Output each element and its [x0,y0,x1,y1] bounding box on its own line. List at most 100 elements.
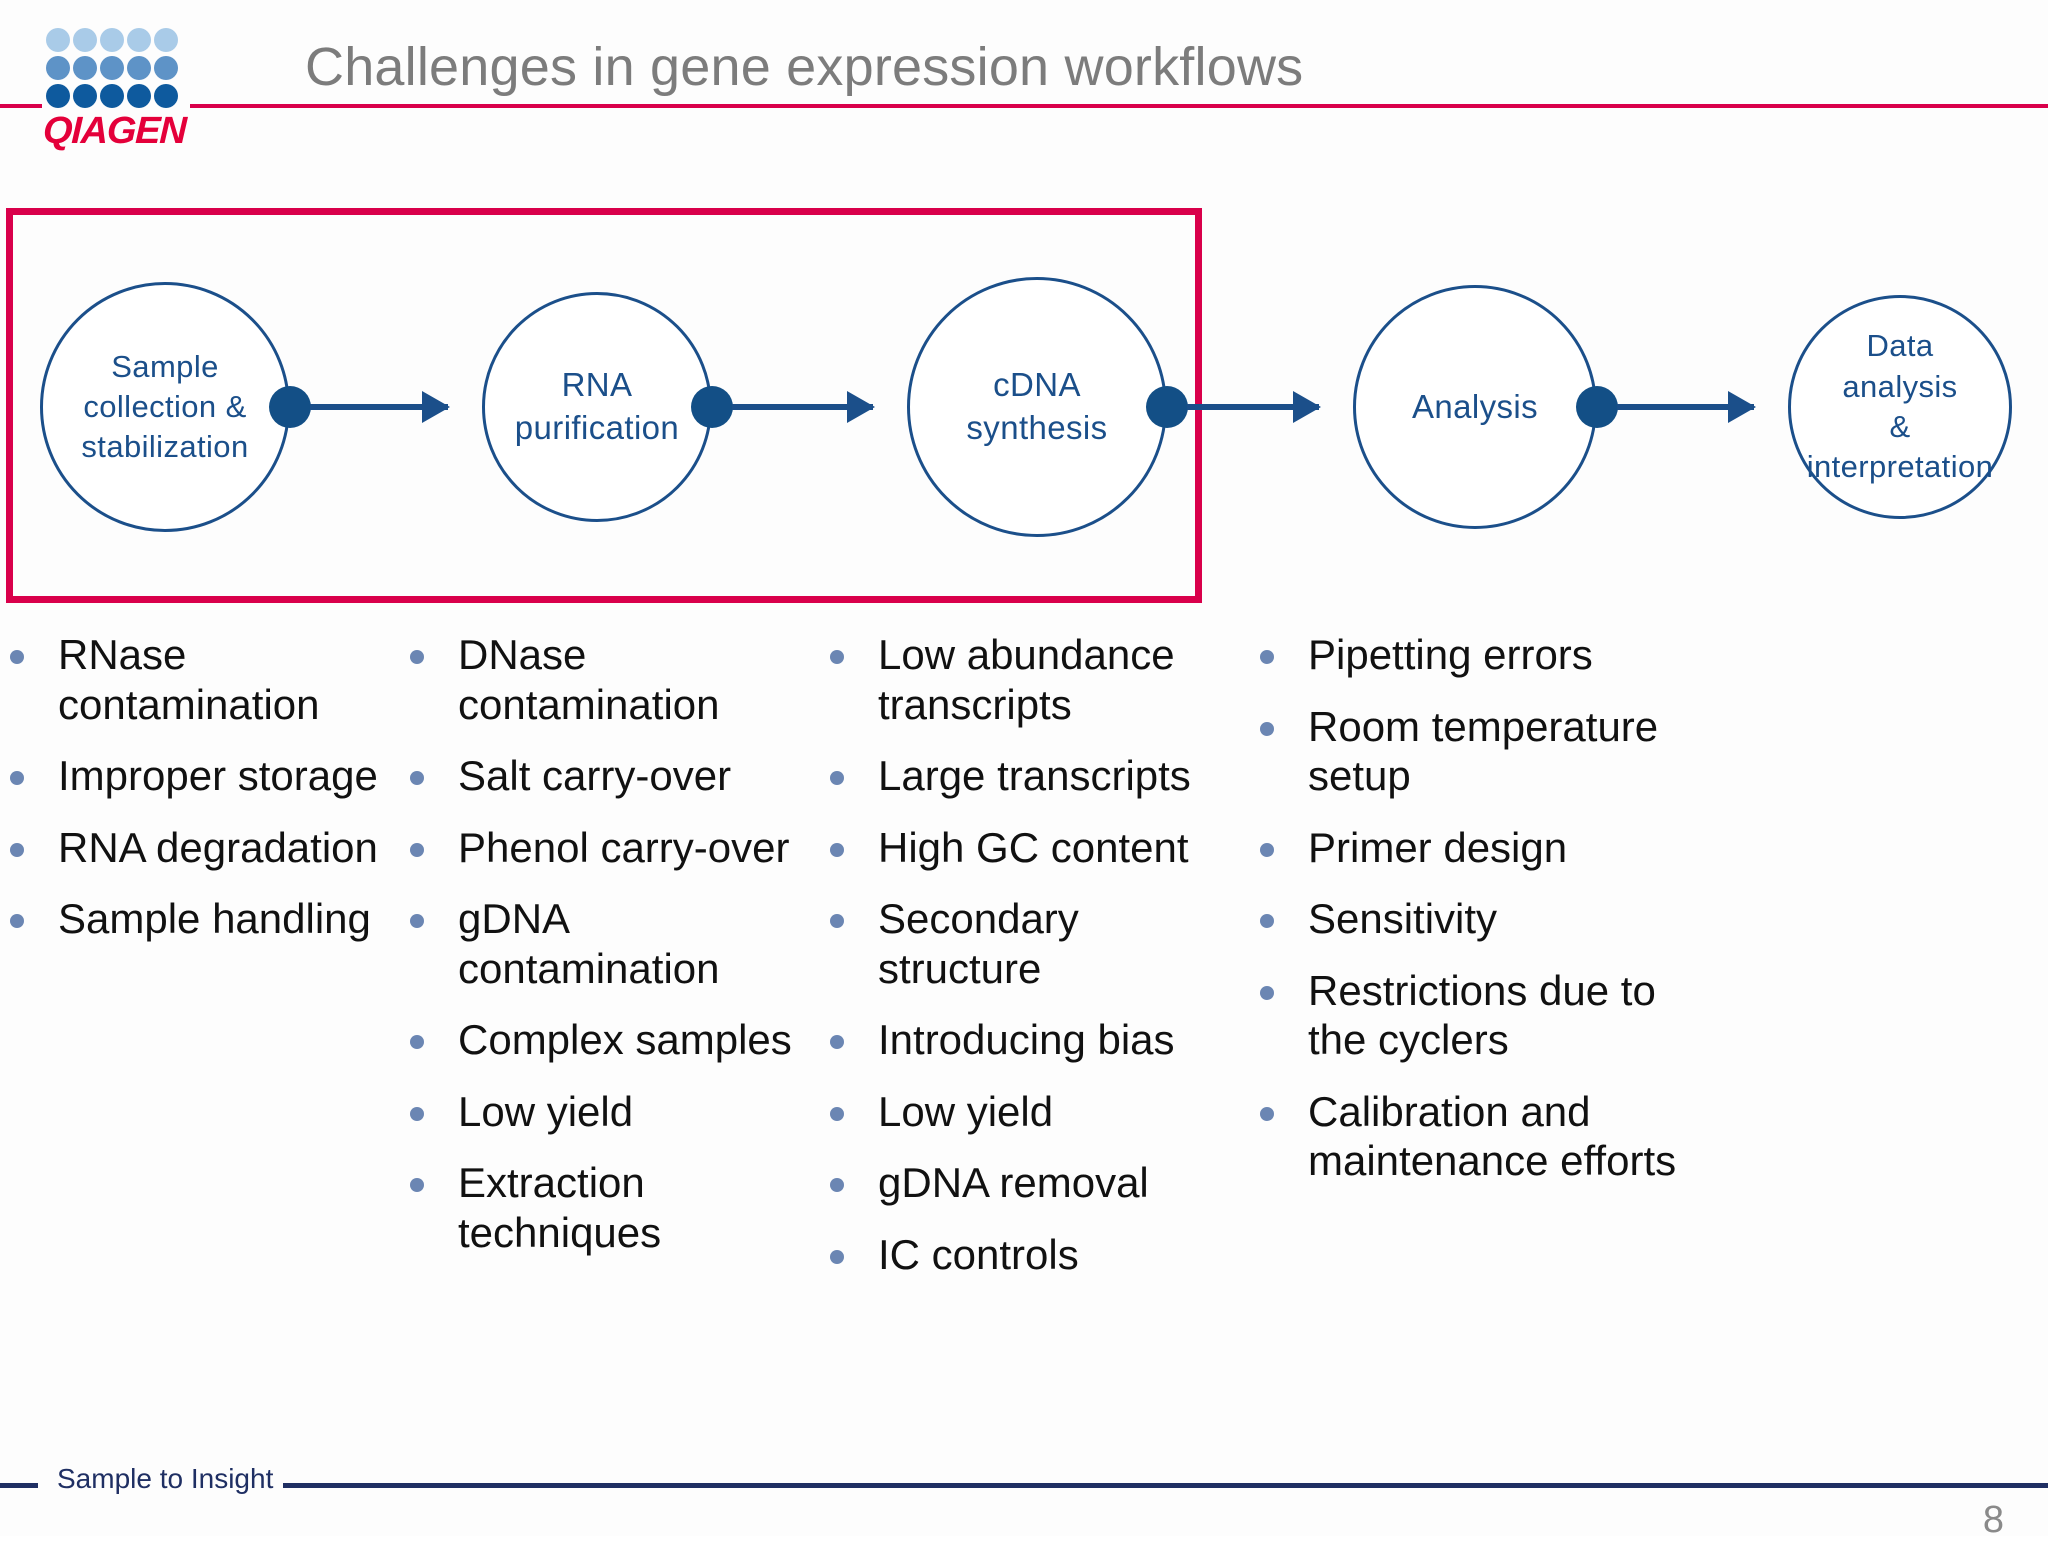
logo-dot [100,28,124,52]
bullet-item: Primer design [1250,823,1710,873]
bullet-item-label: Secondary structure [878,895,1079,992]
workflow-node-label-line: synthesis [966,409,1108,446]
workflow-node-sample-collection-stabilization: Sample collection & stabilization [40,282,290,532]
bullet-marker-icon [1260,842,1274,857]
bullet-item: Secondary structure [820,894,1240,993]
workflow-node-label-line: Analysis [1411,387,1539,425]
bullet-item: gDNA contamination [400,894,815,993]
bullet-item-label: Improper storage [58,752,378,800]
bullet-item: gDNA removal [820,1158,1240,1208]
footer-rule-right [283,1483,2048,1488]
workflow-node-analysis: Analysis [1353,285,1597,529]
bullet-marker-icon [830,914,844,929]
logo-dot [154,56,178,80]
bullet-item-label: RNA degradation [58,823,378,871]
bullet-marker-icon [830,1178,844,1193]
bullet-item-label: Low abundance transcripts [878,631,1175,728]
bullet-item-label: Low yield [878,1087,1054,1135]
page-number: 8 [1982,1499,2004,1541]
workflow-arrow [732,391,875,423]
bullet-marker-icon [830,1035,844,1050]
bullet-item: Restrictions due to the cyclers [1250,966,1710,1065]
logo-dot [127,56,151,80]
bullet-item: High GC content [820,823,1240,873]
bullet-marker-icon [830,1106,844,1121]
logo-dot [127,84,151,108]
bullet-item-label: Complex samples [458,1016,792,1064]
logo-dot [46,28,70,52]
bullet-item: Improper storage [0,751,400,801]
footer-rule-left [0,1483,38,1488]
bullet-item: DNase contamination [400,630,815,729]
bullet-marker-icon [830,650,844,664]
bullet-marker-icon [410,842,424,857]
bullet-item: Introducing bias [820,1015,1240,1065]
bullet-item-label: Extraction techniques [458,1159,662,1256]
logo-dot [154,84,178,108]
workflow-node-label-line: Sample [111,348,219,384]
workflow-arrow [310,391,450,423]
workflow-node-label-line: interpretation [1806,449,1994,485]
workflow-node-label-line: collection & [83,388,247,424]
bullet-item-label: IC controls [878,1230,1079,1278]
logo-dot [73,84,97,108]
bullet-marker-icon [10,842,24,857]
bullet-item: IC controls [820,1230,1240,1280]
workflow-node-label-line: Data analysis [1842,328,1958,404]
bullet-item: Low abundance transcripts [820,630,1240,729]
bullet-item: RNA degradation [0,823,400,873]
bullet-item: RNase contamination [0,630,400,729]
bullet-marker-icon [410,771,424,786]
slide-footer: Sample to Insight 8 [0,1455,2048,1541]
bullet-item: Phenol carry-over [400,823,815,873]
bullet-item: Salt carry-over [400,751,815,801]
workflow-arrow [1187,391,1321,423]
bullet-item: Pipetting errors [1250,630,1710,680]
bullet-marker-icon [410,1035,424,1050]
bullet-item: Low yield [820,1087,1240,1137]
logo-dot [73,56,97,80]
bullet-item: Low yield [400,1087,815,1137]
bullet-item-label: Large transcripts [878,752,1191,800]
workflow-node-label-line: stabilization [81,429,249,465]
bullet-item: Large transcripts [820,751,1240,801]
workflow-node-label-line: purification [514,409,680,446]
bullet-item-label: Room temperature setup [1308,702,1659,800]
bullet-item-label: Sample handling [58,895,371,943]
logo-dot [100,56,124,80]
bullet-marker-icon [1260,721,1274,736]
logo-dot [154,28,178,52]
bullet-marker-icon [1260,985,1274,1000]
bullet-marker-icon [830,842,844,857]
bullet-marker-icon [410,1178,424,1193]
bullet-marker-icon [830,1249,844,1264]
bullet-item-label: Calibration and maintenance efforts [1308,1087,1677,1185]
bullet-item-label: DNase contamination [458,631,720,728]
bullet-item-label: Pipetting errors [1308,631,1593,678]
qiagen-logo: QIAGEN [42,28,186,152]
bullet-item-label: High GC content [878,823,1189,871]
workflow-node-label: cDNA synthesis [910,364,1164,450]
workflow-node-label: Analysis [1356,386,1594,429]
bullet-marker-icon [1260,1106,1274,1121]
bullet-item-label: RNase contamination [58,631,320,728]
workflow-connector-dot [1576,386,1618,428]
workflow-connector-dot [1146,386,1188,428]
bullet-marker-icon [410,914,424,929]
logo-dot [46,56,70,80]
bullet-marker-icon [1260,650,1274,664]
bullet-item: Complex samples [400,1015,815,1065]
bullet-item-label: Salt carry-over [458,752,732,800]
workflow-node-label-line: cDNA [993,366,1081,404]
bullet-item-label: Sensitivity [1308,895,1498,943]
workflow-node-data-analysis-interpretation: Data analysis&interpretation [1788,295,2012,519]
qiagen-wordmark: QIAGEN [42,110,187,152]
